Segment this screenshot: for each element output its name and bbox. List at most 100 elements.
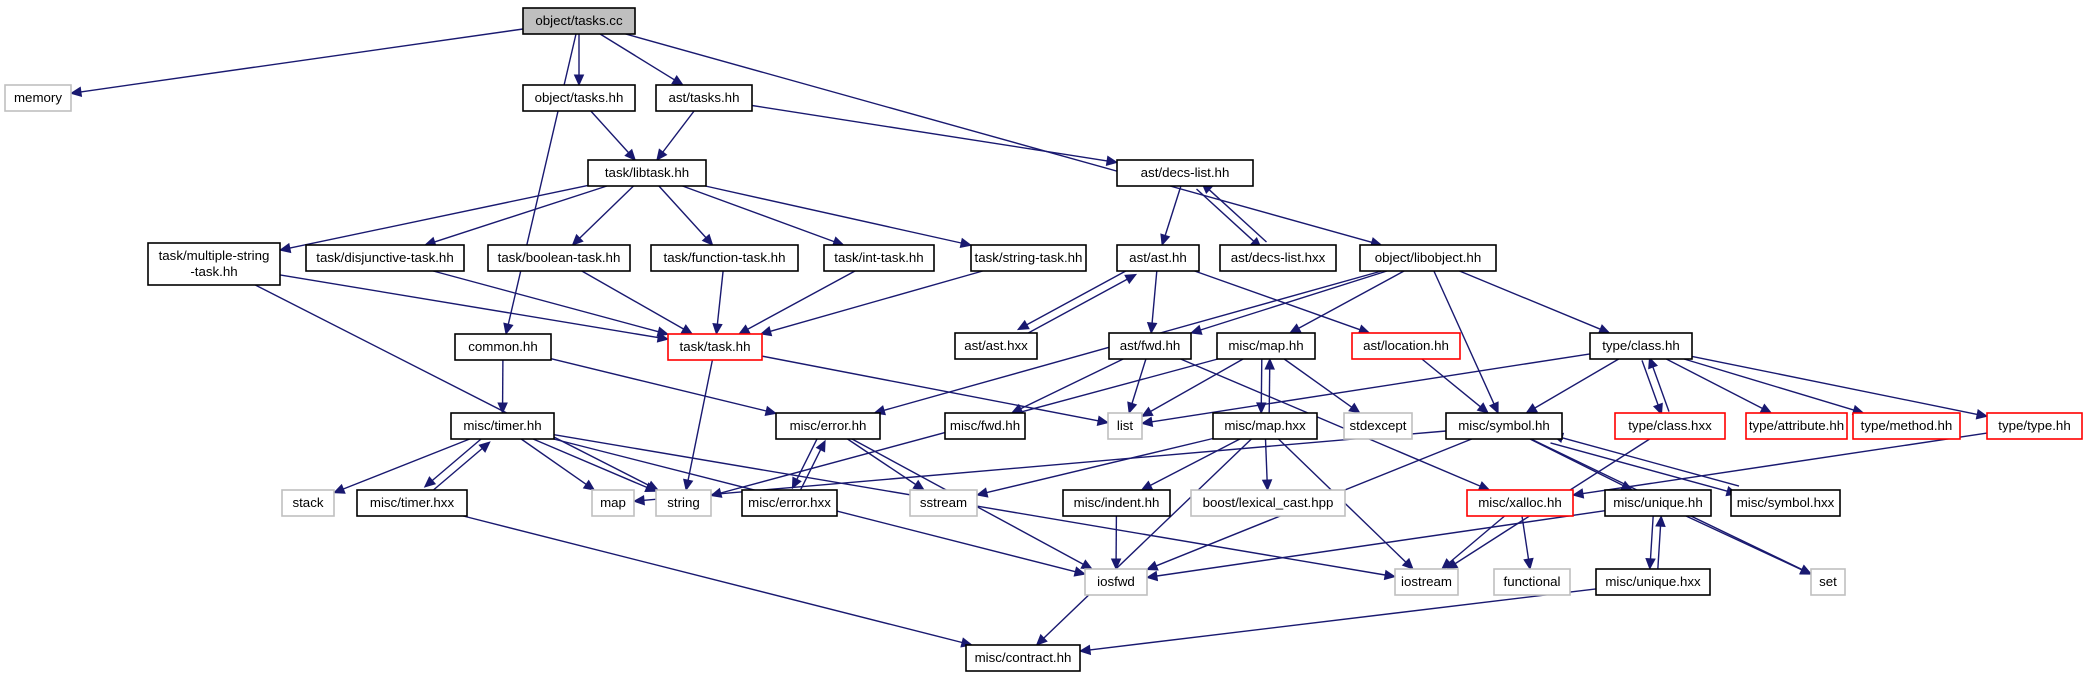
arrowhead-misc-indent-hh-to-iosfwd — [1110, 558, 1122, 571]
edge-common-hh-to-misc-error-hh — [550, 358, 767, 412]
node-label: type/type.hh — [1998, 418, 2070, 433]
node-label: object/libobject.hh — [1375, 250, 1481, 265]
node-label: misc/fwd.hh — [950, 418, 1020, 433]
node-task-string-task-hh[interactable]: task/string-task.hh — [970, 244, 1087, 272]
node-box-type-class-hxx — [1614, 412, 1726, 440]
arrowhead-misc-xalloc-hh-to-functional — [1523, 557, 1534, 571]
node-label: stack — [292, 495, 323, 510]
arrowhead-misc-map-hh-to-string — [709, 487, 723, 498]
edge-misc-map-hxx-to-misc-indent-hh — [1150, 438, 1241, 487]
edge-misc-timer-hxx-to-misc-contract-hh — [463, 515, 963, 644]
node-box-ast-tasks-hh — [655, 84, 753, 112]
node-ast-decs-list-hxx[interactable]: ast/decs-list.hxx — [1219, 244, 1337, 272]
node-box-task-boolean-task-hh — [487, 244, 631, 272]
node-label: common.hh — [468, 339, 537, 354]
arrowhead-ast-tasks-hh-to-task-libtask-hh — [656, 148, 668, 161]
arrowhead-object-tasks-cc-to-memory — [69, 86, 83, 97]
node-task-function-task-hh[interactable]: task/function-task.hh — [650, 244, 799, 272]
arrowhead-object-libobject-hh-to-misc-map-hh — [1288, 323, 1302, 334]
edge-ast-tasks-hh-to-task-libtask-hh — [662, 110, 695, 153]
edge-misc-symbol-hh-to-misc-symbol-hxx — [1550, 442, 1728, 492]
node-box-misc-map-hxx — [1212, 412, 1318, 440]
node-misc-unique-hh[interactable]: misc/unique.hh — [1604, 489, 1712, 517]
node-box-misc-unique-hh — [1604, 489, 1712, 517]
node-ast-location-hh[interactable]: ast/location.hh — [1351, 332, 1461, 360]
node-label: boost/lexical_cast.hpp — [1203, 495, 1334, 510]
arrowhead-misc-timer-hh-to-stack — [332, 483, 346, 494]
edge-task-task-hh-to-string — [687, 359, 714, 481]
node-type-class-hxx[interactable]: type/class.hxx — [1614, 412, 1726, 440]
node-type-attribute-hh[interactable]: type/attribute.hh — [1745, 412, 1848, 440]
edge-task-libtask-hh-to-task-string-task-hh — [705, 185, 962, 244]
node-label: misc/symbol.hxx — [1737, 495, 1835, 510]
node-ast-decs-list-hh[interactable]: ast/decs-list.hh — [1116, 159, 1254, 187]
edge-misc-timer-hh-to-stack — [343, 438, 470, 490]
node-misc-error-hh[interactable]: misc/error.hh — [775, 412, 881, 440]
node-type-method-hh[interactable]: type/method.hh — [1852, 412, 1961, 440]
arrowhead-ast-ast-hh-to-ast-fwd-hh — [1146, 322, 1158, 335]
edge-task-libtask-hh-to-task-disjunctive-task-hh — [434, 185, 608, 243]
arrowhead-misc-map-hh-to-list — [1140, 406, 1154, 418]
arrowhead-task-disjunctive-task-hh-to-task-task-hh — [656, 326, 670, 337]
node-misc-unique-hxx[interactable]: misc/unique.hxx — [1595, 568, 1711, 596]
node-object-tasks-cc[interactable]: object/tasks.cc — [522, 7, 636, 35]
node-box-stdexcept — [1343, 412, 1413, 440]
node-common-hh[interactable]: common.hh — [454, 333, 552, 361]
node-task-task-hh[interactable]: task/task.hh — [667, 333, 763, 361]
node-type-type-hh[interactable]: type/type.hh — [1986, 412, 2083, 440]
node-type-class-hh[interactable]: type/class.hh — [1589, 332, 1693, 360]
node-boost-lexical-cast-hpp: boost/lexical_cast.hpp — [1190, 489, 1346, 517]
node-misc-symbol-hh[interactable]: misc/symbol.hh — [1445, 412, 1563, 440]
node-box-functional — [1493, 568, 1571, 596]
arrowhead-misc-error-hxx-to-misc-error-hh — [815, 439, 826, 453]
edge-ast-decs-list-hh-to-ast-ast-hh — [1164, 185, 1182, 236]
edge-object-tasks-cc-to-memory — [80, 28, 524, 93]
arrowhead-type-class-hh-to-list — [1140, 416, 1154, 427]
edge-misc-timer-hh-to-map — [520, 438, 587, 485]
node-label: type/method.hh — [1861, 418, 1953, 433]
node-misc-contract-hh[interactable]: misc/contract.hh — [965, 644, 1081, 672]
arrowhead-misc-timer-hh-to-misc-timer-hxx — [423, 476, 437, 488]
node-misc-error-hxx[interactable]: misc/error.hxx — [741, 489, 838, 517]
node-task-multiple-string-task-hh[interactable]: task/multiple-string-task.hh — [147, 242, 281, 286]
node-misc-map-hxx[interactable]: misc/map.hxx — [1212, 412, 1318, 440]
node-box-ast-ast-hh — [1116, 244, 1200, 272]
edge-misc-map-hxx-to-boost-lexical-cast-hpp — [1264, 438, 1268, 481]
edge-ast-ast-hxx-to-ast-ast-hh — [1021, 278, 1128, 338]
edge-object-tasks-cc-to-object-libobject-hh — [625, 33, 1372, 243]
node-misc-timer-hxx[interactable]: misc/timer.hxx — [356, 489, 468, 517]
node-ast-tasks-hh[interactable]: ast/tasks.hh — [655, 84, 753, 112]
arrowhead-ast-ast-hh-to-ast-ast-hxx — [1016, 319, 1030, 331]
edge-misc-timer-hh-to-misc-timer-hxx — [431, 435, 486, 482]
node-misc-indent-hh[interactable]: misc/indent.hh — [1062, 489, 1171, 517]
node-box-misc-xalloc-hh — [1466, 489, 1574, 517]
node-misc-map-hh[interactable]: misc/map.hh — [1216, 332, 1316, 360]
arrowhead-misc-timer-hh-to-string — [644, 482, 658, 493]
node-box-task-function-task-hh — [650, 244, 799, 272]
arrowhead-ast-tasks-hh-to-ast-decs-list-hh — [1105, 155, 1119, 166]
arrowhead-misc-map-hxx-to-misc-contract-hh — [1035, 633, 1048, 646]
node-task-int-task-hh[interactable]: task/int-task.hh — [823, 244, 935, 272]
node-task-libtask-hh[interactable]: task/libtask.hh — [587, 159, 707, 187]
node-misc-xalloc-hh[interactable]: misc/xalloc.hh — [1466, 489, 1574, 517]
node-box-misc-timer-hxx — [356, 489, 468, 517]
node-ast-ast-hxx[interactable]: ast/ast.hxx — [954, 332, 1038, 360]
node-ast-fwd-hh[interactable]: ast/fwd.hh — [1108, 332, 1192, 360]
node-misc-timer-hh[interactable]: misc/timer.hh — [450, 412, 555, 440]
node-object-libobject-hh[interactable]: object/libobject.hh — [1359, 244, 1497, 272]
node-object-tasks-hh[interactable]: object/tasks.hh — [522, 84, 636, 112]
node-task-boolean-task-hh[interactable]: task/boolean-task.hh — [487, 244, 631, 272]
node-box-map — [591, 489, 635, 517]
node-label: task/disjunctive-task.hh — [316, 250, 453, 265]
arrowhead-task-libtask-hh-to-task-function-task-hh — [701, 233, 714, 246]
node-misc-symbol-hxx[interactable]: misc/symbol.hxx — [1730, 489, 1841, 517]
node-functional: functional — [1493, 568, 1571, 596]
arrowhead-misc-timer-hh-to-iosfwd — [1073, 566, 1087, 577]
node-label: ast/fwd.hh — [1120, 338, 1181, 353]
node-misc-fwd-hh[interactable]: misc/fwd.hh — [944, 412, 1026, 440]
node-task-disjunctive-task-hh[interactable]: task/disjunctive-task.hh — [305, 244, 465, 272]
edge-misc-unique-hh-to-misc-unique-hxx — [1649, 515, 1654, 559]
node-label: task/task.hh — [680, 339, 751, 354]
node-ast-ast-hh[interactable]: ast/ast.hh — [1116, 244, 1200, 272]
